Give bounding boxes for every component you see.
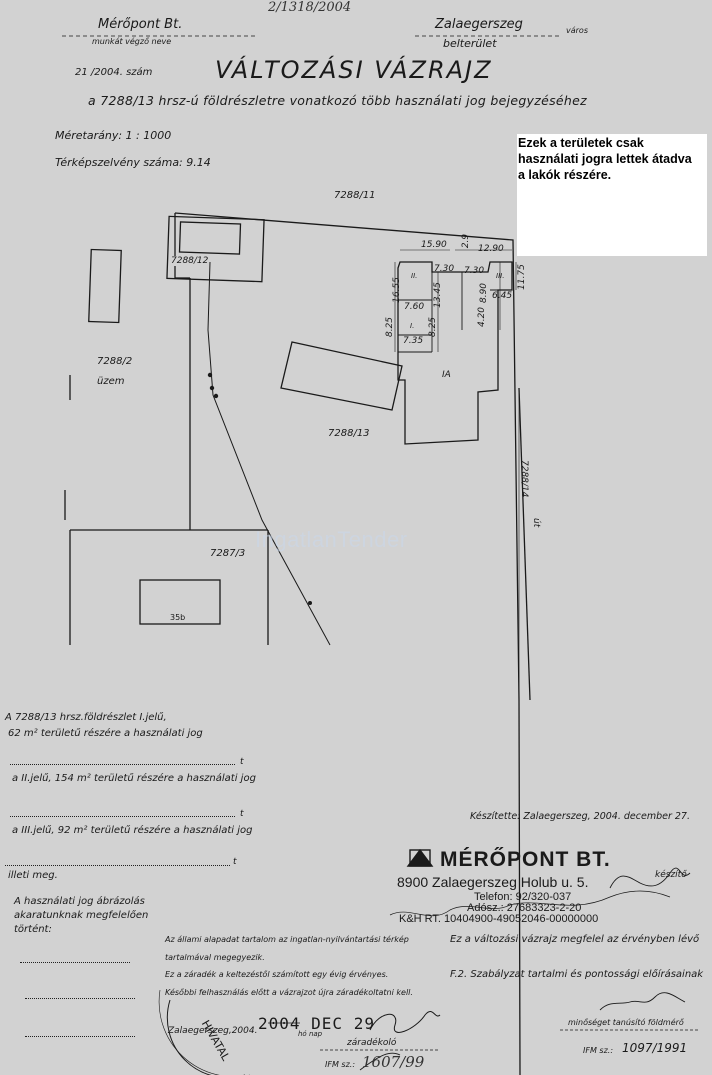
building-35b [139, 579, 221, 625]
stamp-phone: Telefon: 92/320-037 [474, 891, 572, 903]
parcel-label-south: 7287/3 [210, 548, 246, 559]
clause-date-suffix: hó nap [298, 1030, 323, 1038]
dimension: 2.9 [461, 233, 472, 249]
dimension: 8.90 [479, 282, 490, 304]
scale-label: Méretarány: 1 : 1000 [55, 129, 172, 142]
clause-5: F.2. Szabályzat tartalmi és pontossági e… [450, 969, 704, 980]
ifm-left-label: IFM sz.: [325, 1060, 356, 1069]
signature-suffix: t [233, 857, 237, 867]
parcel-label-east: 7288/14 [519, 460, 529, 498]
zone-label-i: I. [410, 322, 415, 330]
prepared-by: Készítette: Zalaegerszeg, 2004. december… [470, 811, 690, 822]
stamp-tax: Adósz.: 27683323-2-20 [467, 902, 582, 914]
dimension: 4.20 [477, 306, 488, 328]
official-seal [166, 999, 245, 1075]
note-line: a lakók részére. [518, 168, 612, 182]
parcel-label-west: 7288/2 [97, 356, 133, 367]
dimension: 7.30 [434, 264, 455, 274]
annotation-note: Ezek a területek csak használati jogra l… [517, 134, 707, 256]
signature-1 [609, 867, 691, 889]
watermark: IngatlanTender [255, 527, 408, 552]
stamp-logo-icon [406, 848, 434, 867]
parcel-label-north: 7288/11 [334, 190, 376, 201]
reference-number: 21 /2004. szám [75, 67, 153, 78]
dimension: 11.75 [516, 264, 527, 290]
rights-statement: A használati jog ábrázolás [14, 896, 145, 907]
signature-line [10, 764, 235, 765]
parcel-7288-13-boundary [174, 212, 521, 1075]
parcel-7288-12 [166, 215, 265, 283]
dimension: 13.45 [432, 282, 443, 308]
stamp-address: 8900 Zalaegerszeg Holub u. 5. [397, 874, 589, 890]
ifm-right-label: IFM sz.: [583, 1046, 614, 1055]
dimension: 8.25 [385, 316, 396, 338]
rights-statement: történt: [14, 924, 52, 935]
clause-1: Az állami alapadat tartalom az ingatlan-… [165, 935, 409, 944]
dimension: 7.30 [464, 266, 485, 276]
signature-line [20, 962, 130, 963]
stamp-company-name: MÉRŐPONT BT. [440, 848, 611, 871]
rights-statement: akaratunknak megfelelően [14, 910, 149, 921]
signature-suffix: t [240, 809, 244, 819]
ifm-right-number: 1097/1991 [622, 1041, 688, 1055]
rights-line-2: a II.jelű, 154 m² területű részére a has… [12, 773, 256, 784]
dimension: 16.55 [391, 277, 402, 303]
signature-2 [389, 890, 671, 917]
rights-line-3: a III.jelű, 92 m² területű részére a has… [12, 825, 253, 836]
dimension: 8.25 [428, 316, 439, 338]
signature-suffix: t [240, 757, 244, 767]
clause-3: Későbbi felhasználás előtt a vázrajzot ú… [165, 988, 413, 997]
clause-date-place: Zalaegerszeg,2004. [168, 1026, 258, 1036]
zone-label-ia: IA [442, 370, 451, 380]
utility-line [207, 261, 331, 646]
area-type: belterület [443, 37, 497, 50]
note-line: Ezek a területek csak [518, 136, 644, 150]
dimension: 15.90 [421, 240, 447, 250]
building-use-zones [397, 261, 513, 445]
city-name: Zalaegerszeg [435, 17, 523, 32]
date-stamp: 2004 DEC 29 [258, 1014, 375, 1033]
qualified-surveyor: minőséget tanúsító földmérő [568, 1018, 684, 1027]
signature-line [25, 1036, 135, 1037]
clause-2: Ez a záradék a keltezéstől számított egy… [165, 970, 389, 979]
building-central [280, 341, 403, 411]
clause-approver: záradékoló [347, 1038, 397, 1048]
parcel-label-small: 7288/12 [171, 256, 209, 266]
document-number: 2/1318/2004 [268, 0, 352, 15]
parcel-label-west-use: üzem [97, 376, 125, 387]
building-7288-2 [88, 248, 122, 324]
signature-line [25, 998, 135, 999]
dimension: 7.60 [404, 302, 425, 312]
sheet-number: Térképszelvény száma: 9.14 [55, 156, 211, 169]
stamp-role: készítő [655, 870, 687, 880]
company-name: Mérőpont Bt. [98, 17, 183, 32]
signature-line [5, 865, 230, 866]
dimension: 7.35 [403, 336, 424, 346]
rights-closing: illeti meg. [8, 870, 58, 881]
signature-line [10, 816, 235, 817]
document-title: VÁLTOZÁSI VÁZRAJZ [215, 56, 493, 84]
company-caption: munkát végző neve [92, 37, 172, 46]
dimension: 6.45 [492, 291, 513, 301]
zone-label-ii: II. [411, 272, 418, 280]
stamp-bank: K&H RT. 10404900-49052046-00000000 [399, 913, 599, 925]
building-label-35b: 35b [170, 613, 186, 622]
document-subtitle: a 7288/13 hrsz-ú földrészletre vonatkozó… [88, 93, 587, 108]
parcel-label-east-use: út [531, 518, 541, 528]
dimension: 12.90 [478, 244, 504, 254]
city-suffix: város [566, 26, 588, 35]
parcel-label-main: 7288/13 [328, 428, 370, 439]
signature-4 [599, 992, 686, 1011]
ifm-left-number: 1607/99 [362, 1053, 425, 1071]
clause-4: Ez a változási vázrajz megfelel az érvén… [450, 934, 700, 945]
note-line: használati jogra lettek átadva [518, 152, 692, 166]
rights-intro: A 7288/13 hrsz.földrészlet I.jelű, [5, 712, 167, 723]
clause-1b: tartalmával megegyezik. [165, 953, 265, 962]
signature-3 [369, 1010, 441, 1033]
rights-line-1: 62 m² területű részére a használati jog [8, 728, 203, 739]
zone-label-iii: III. [496, 272, 505, 280]
